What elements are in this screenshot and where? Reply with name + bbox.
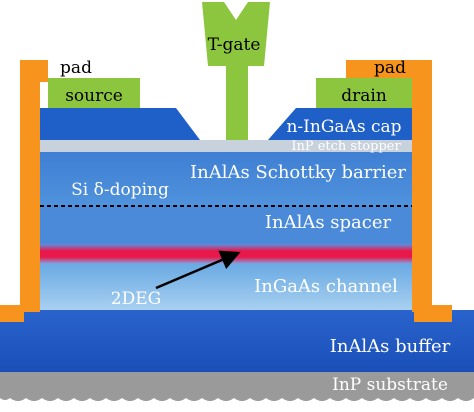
- left-metal-pad: [0, 60, 48, 322]
- channel-layer: InGaAs channel: [40, 244, 412, 310]
- schottky-label: InAlAs Schottky barrier: [190, 162, 406, 183]
- cap-left-shape: [40, 108, 200, 140]
- drain-contact: drain: [316, 78, 412, 108]
- etch-stopper-layer: InP etch stopper: [40, 139, 412, 154]
- schottky-shape: [40, 152, 412, 206]
- drain-shape: [316, 78, 412, 108]
- t-gate-shape: [202, 2, 270, 140]
- spacer-shape: [40, 206, 412, 244]
- etch-stopper-label: InP etch stopper: [291, 139, 401, 154]
- spacer-layer: InAlAs spacer: [40, 206, 412, 244]
- twodeg-shape: [40, 244, 412, 264]
- right-metal-pad: [346, 60, 452, 322]
- channel-label: InGaAs channel: [254, 276, 398, 297]
- twodeg-label: 2DEG: [111, 289, 161, 309]
- substrate-shape: [0, 372, 474, 401]
- buffer-label: InAlAs buffer: [330, 336, 451, 357]
- cap-label: n-InGaAs cap: [286, 117, 401, 137]
- schottky-layer: InAlAs Schottky barrier: [40, 152, 412, 206]
- substrate-layer: InP substrate: [0, 372, 474, 401]
- drain-label: drain: [341, 86, 387, 106]
- buffer-layer: InAlAs buffer: [0, 310, 474, 372]
- pad-right-label: pad: [374, 58, 406, 78]
- source-shape: [48, 78, 140, 108]
- t-gate-label: T-gate: [208, 35, 261, 55]
- t-gate: T-gate: [202, 2, 270, 140]
- pad-left-label: pad: [60, 58, 92, 78]
- twodeg-arrow: [155, 250, 241, 290]
- spacer-label: InAlAs spacer: [265, 212, 392, 233]
- source-label: source: [65, 86, 123, 106]
- source-contact: source: [48, 78, 140, 108]
- etch-stopper-shape: [40, 140, 412, 152]
- channel-shape: [40, 264, 412, 310]
- substrate-label: InP substrate: [332, 375, 448, 395]
- buffer-shape: [0, 310, 474, 372]
- cap-right-shape: [268, 108, 412, 140]
- si-doping-label: Si δ-doping: [71, 180, 169, 200]
